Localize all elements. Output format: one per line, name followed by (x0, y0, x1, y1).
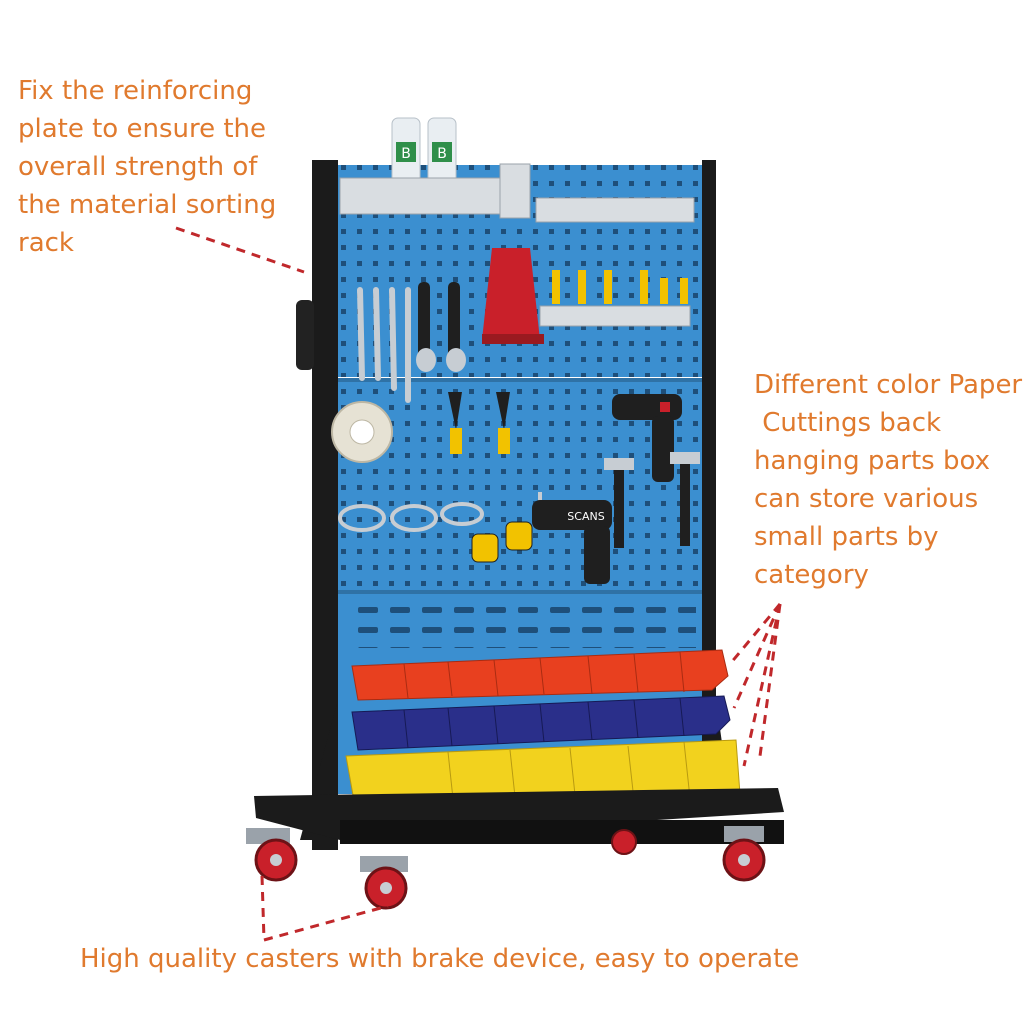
screwdriver-holder (482, 248, 544, 344)
callout-reinforcing-plate: Fix the reinforcing plate to ensure the … (18, 76, 277, 258)
cordless-drill: SCANS (532, 394, 682, 584)
pliers (448, 392, 510, 454)
base-tray (254, 788, 784, 844)
caster-wheels (246, 826, 766, 910)
screwdriver-rack (539, 270, 691, 327)
spray-can-label: B (437, 146, 447, 162)
hammers (604, 452, 700, 548)
adjustable-wrenches (416, 282, 466, 372)
callout-parts-box: Different color Paper Cuttings back hang… (754, 370, 1023, 590)
bin-row-navy (351, 695, 731, 751)
bin-row-red (351, 649, 729, 701)
spray-can-label: B (401, 146, 411, 162)
tape-roll (331, 401, 393, 463)
wrench-set (357, 287, 411, 403)
top-shelf (339, 163, 695, 223)
callout-casters: High quality casters with brake device, … (80, 944, 800, 974)
tape-measures (471, 521, 533, 563)
leader-lines (175, 226, 782, 942)
drill-label: SCANS (567, 510, 604, 523)
